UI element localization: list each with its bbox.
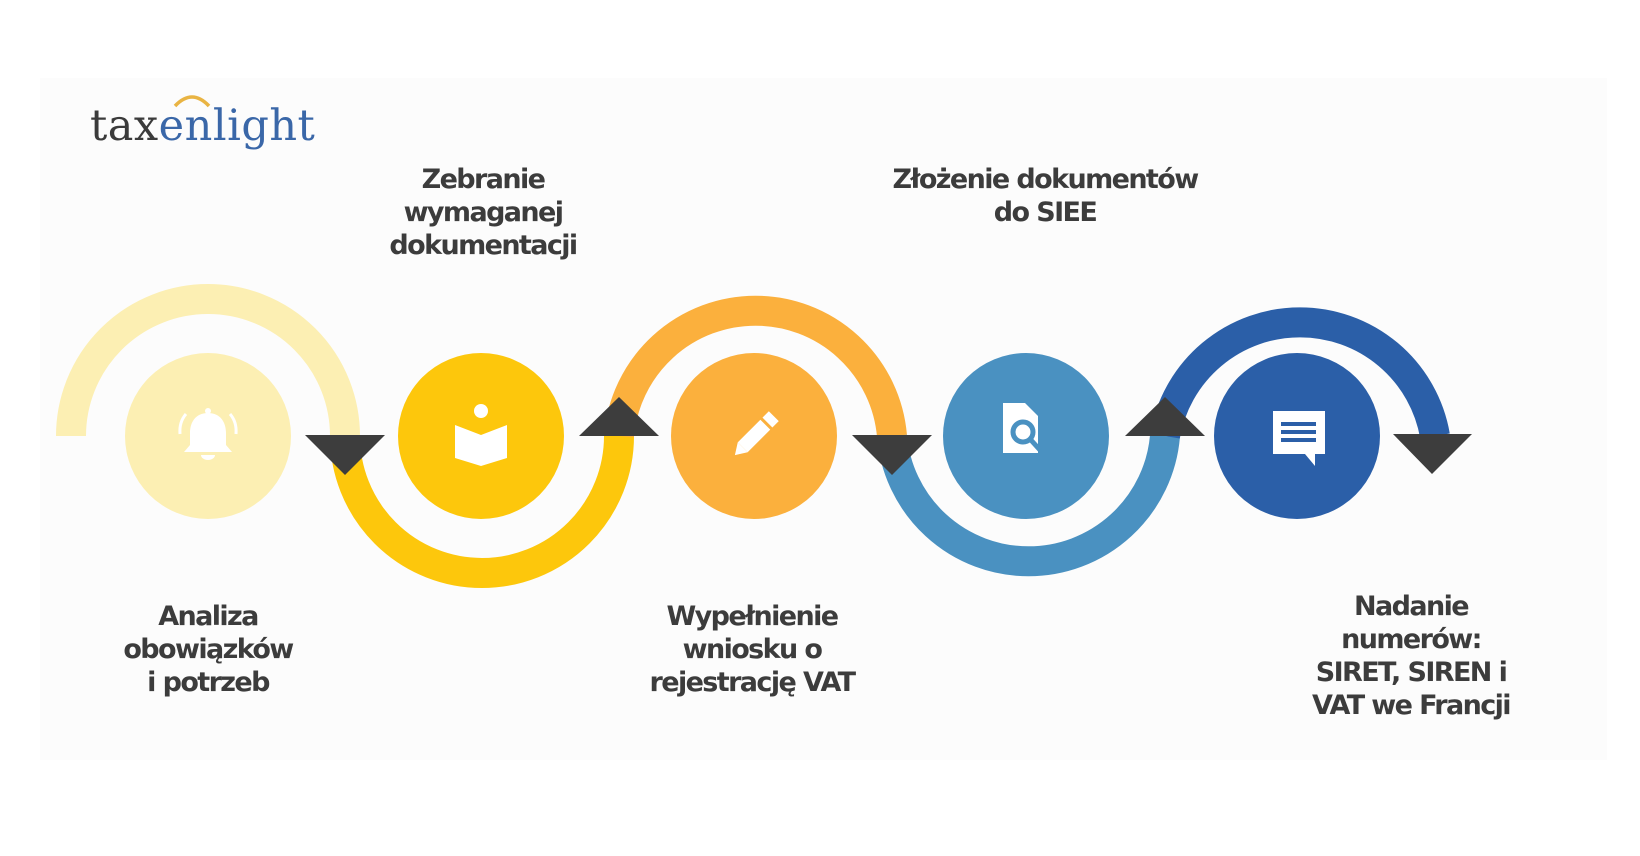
bell-icon bbox=[178, 408, 238, 460]
arc-step-5 bbox=[1150, 307, 1450, 439]
logo-text-tax: tax bbox=[90, 101, 159, 151]
step-2-label: Zebranie wymaganej dokumentacji bbox=[389, 164, 578, 261]
arrow-down-icon bbox=[852, 435, 932, 475]
step-4-label: Złożenie dokumentów do SIEE bbox=[892, 164, 1199, 228]
arc-step-3 bbox=[604, 295, 907, 438]
arc-step-4 bbox=[877, 434, 1180, 577]
step-5-label: Nadanie numerów: SIRET, SIREN i VAT we F… bbox=[1312, 591, 1512, 721]
taxenlight-logo: taxenlight bbox=[90, 96, 315, 156]
arc-step-2 bbox=[330, 435, 634, 588]
arrow-down-icon bbox=[305, 435, 385, 475]
document-search-icon bbox=[1003, 403, 1042, 453]
logo-text-enlight: enlight bbox=[158, 101, 316, 151]
message-icon bbox=[1273, 411, 1325, 466]
logo-sun-arc-icon bbox=[173, 95, 211, 108]
arrow-down-icon bbox=[1393, 434, 1472, 474]
pencil-icon bbox=[734, 411, 779, 456]
step-1-label: Analiza obowiązków i potrzeb bbox=[123, 601, 294, 698]
arc-step-1 bbox=[56, 284, 360, 437]
arrow-up-icon bbox=[579, 397, 659, 436]
arrow-up-icon bbox=[1125, 397, 1205, 436]
step-3-label: Wypełnienie wniosku o rejestrację VAT bbox=[649, 601, 857, 698]
book-reader-icon bbox=[455, 404, 507, 466]
